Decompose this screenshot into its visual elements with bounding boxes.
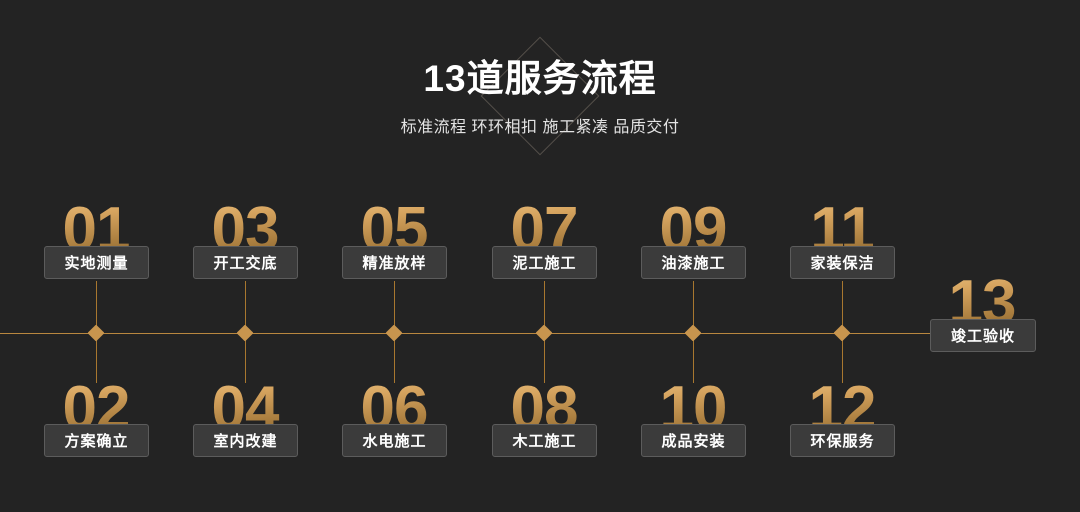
page-title: 13道服务流程 xyxy=(423,58,657,99)
step-card-07[interactable]: 泥工施工 xyxy=(492,246,597,279)
connector-line-down xyxy=(693,333,694,383)
connector-line-up xyxy=(96,281,97,333)
node-marker-icon xyxy=(535,324,553,342)
header: 13道服务流程 标准流程 环环相扣 施工紧凑 品质交付 xyxy=(0,0,1080,180)
node-marker-icon xyxy=(684,324,702,342)
connector-line-down xyxy=(544,333,545,383)
step-card-03[interactable]: 开工交底 xyxy=(193,246,298,279)
step-card-04[interactable]: 室内改建 xyxy=(193,424,298,457)
connector-line-up xyxy=(544,281,545,333)
page-subtitle: 标准流程 环环相扣 施工紧凑 品质交付 xyxy=(400,119,680,136)
step-card-12[interactable]: 环保服务 xyxy=(790,424,895,457)
node-marker-icon xyxy=(236,324,254,342)
step-card-13[interactable]: 竣工验收 xyxy=(930,319,1036,352)
step-card-02[interactable]: 方案确立 xyxy=(44,424,149,457)
node-marker-icon xyxy=(385,324,403,342)
step-card-11[interactable]: 家装保洁 xyxy=(790,246,895,279)
connector-line-up xyxy=(693,281,694,333)
step-card-10[interactable]: 成品安装 xyxy=(641,424,746,457)
node-marker-icon xyxy=(833,324,851,342)
step-card-01[interactable]: 实地测量 xyxy=(44,246,149,279)
connector-line-down xyxy=(394,333,395,383)
step-card-06[interactable]: 水电施工 xyxy=(342,424,447,457)
step-card-05[interactable]: 精准放样 xyxy=(342,246,447,279)
connector-line-up xyxy=(842,281,843,333)
step-card-09[interactable]: 油漆施工 xyxy=(641,246,746,279)
connector-line-up xyxy=(245,281,246,333)
connector-line-down xyxy=(96,333,97,383)
connector-line-down xyxy=(245,333,246,383)
step-card-08[interactable]: 木工施工 xyxy=(492,424,597,457)
connector-line-up xyxy=(394,281,395,333)
timeline-axis xyxy=(0,333,930,334)
connector-line-down xyxy=(842,333,843,383)
node-marker-icon xyxy=(87,324,105,342)
